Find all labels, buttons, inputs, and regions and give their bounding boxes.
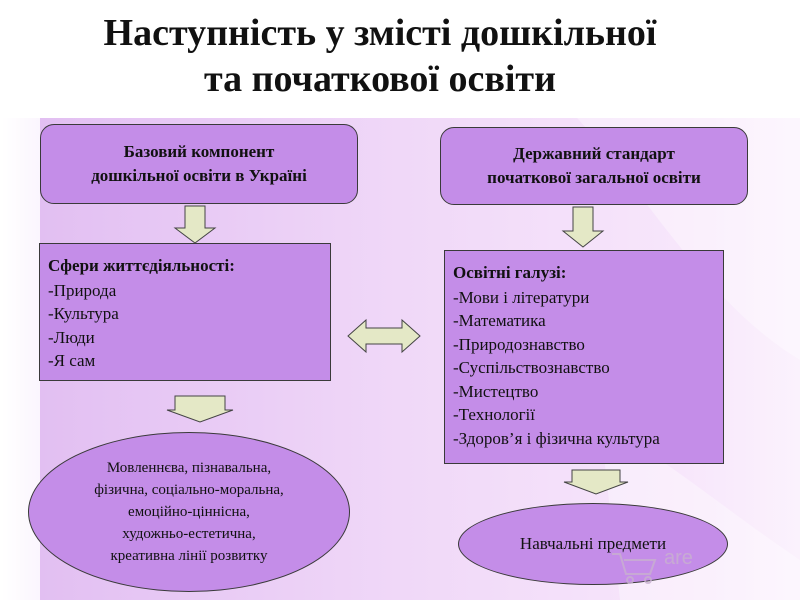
basic-component-box: Базовий компонент дошкільної освіти в Ук…: [40, 124, 358, 204]
development-line: креативна лінії розвитку: [110, 548, 268, 564]
state-standard-box: Державний стандарт початкової загальної …: [440, 127, 748, 205]
life-spheres-heading: Сфери життєдіяльності:: [48, 256, 235, 275]
educational-fields-box: Освітні галузі: -Мови і літератури -Мате…: [444, 250, 724, 464]
watermark-logo: are: [612, 547, 693, 584]
educational-field-item: -Мови і літератури: [453, 287, 590, 307]
down-arrow-left-bottom: [166, 395, 234, 423]
state-standard-line-1: Державний стандарт: [513, 144, 675, 163]
life-sphere-item: -Я сам: [48, 351, 96, 370]
development-line: художньо-естетична,: [122, 526, 256, 542]
life-sphere-item: -Культура: [48, 304, 119, 323]
educational-field-item: -Здоров’я і фізична культура: [453, 428, 660, 448]
life-sphere-item: -Природа: [48, 280, 117, 300]
down-arrow-left-top: [173, 205, 217, 244]
basic-component-line-1: Базовий компонент: [123, 142, 275, 161]
educational-fields-heading: Освітні галузі:: [453, 263, 567, 282]
state-standard-line-2: початкової загальної освіти: [487, 168, 701, 187]
educational-field-item: -Природознавство: [453, 334, 585, 354]
school-subjects-label: Навчальні предмети: [519, 534, 667, 553]
educational-field-item: -Суспільствознавство: [453, 358, 610, 377]
educational-field-item: -Математика: [453, 311, 546, 330]
down-arrow-right-bottom: [563, 469, 629, 495]
double-arrow: [347, 318, 421, 354]
down-arrow-right-top: [561, 206, 605, 248]
educational-field-item: -Мистецтво: [453, 381, 539, 401]
life-sphere-item: -Люди: [48, 327, 95, 347]
basic-component-line-2: дошкільної освіти в Україні: [91, 166, 307, 185]
life-spheres-box: Сфери життєдіяльності: -Природа -Культур…: [39, 243, 331, 381]
school-subjects-oval: Навчальні предмети: [458, 503, 728, 585]
title-line-1: Наступність у змісті дошкільної: [103, 12, 657, 54]
title-line-2: та початкової освіти: [204, 58, 556, 100]
development-line: Мовленнєва, пізнавальна,: [106, 460, 272, 476]
development-lines-oval: Мовленнєва, пізнавальна, фізична, соціал…: [28, 432, 350, 592]
development-line: емоційно-ціннісна,: [128, 504, 250, 520]
educational-field-item: -Технології: [453, 405, 535, 424]
slide-title: Наступність у змісті дошкільної та почат…: [0, 10, 760, 102]
svg-text:are: are: [664, 547, 693, 569]
development-line: фізична, соціально-моральна,: [94, 482, 284, 498]
